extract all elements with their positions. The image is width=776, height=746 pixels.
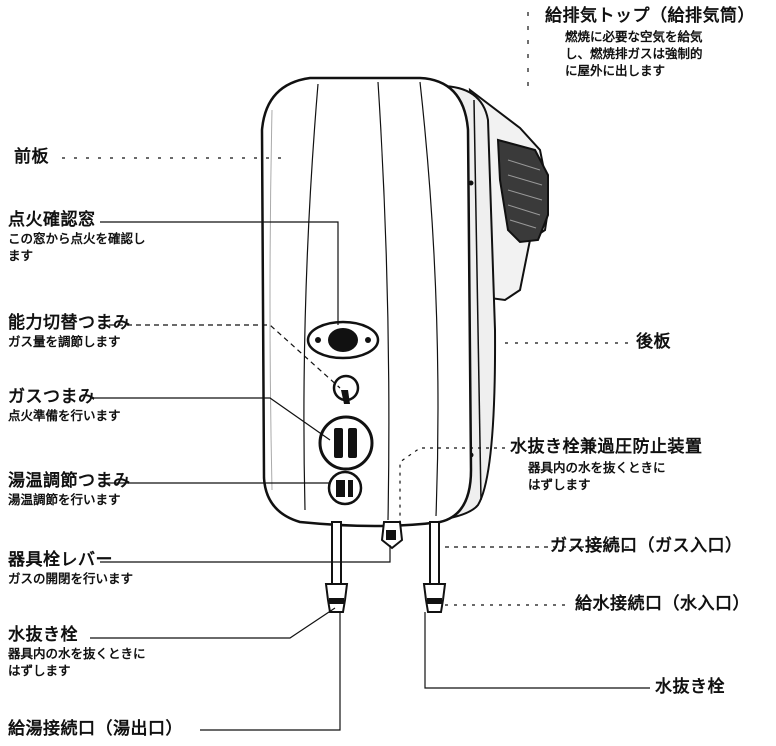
gas-connection-label: ガス接続口（ガス入口）: [550, 536, 743, 556]
water-connection-label: 給水接続口（水入口）: [575, 594, 750, 614]
vent-top-desc-line: し、燃焼排ガスは強制的: [565, 46, 703, 62]
drain-plug-left-desc: 器具内の水を抜くときに はずします: [8, 646, 146, 680]
ignition-window-shape: [306, 320, 380, 360]
capacity-knob-title: 能力切替つまみ: [8, 313, 131, 333]
ignition-window-label: 点火確認窓 この窓から点火を確認し ます: [8, 210, 146, 265]
drain-plug-left-label: 水抜き栓 器具内の水を抜くときに はずします: [8, 625, 146, 680]
leader-lines: [62, 12, 650, 731]
vent-top-desc: 燃焼に必要な空気を給気 し、燃焼排ガスは強制的 に屋外に出します: [565, 29, 755, 80]
vent-top-label: 給排気トップ（給排気筒） 燃焼に必要な空気を給気 し、燃焼排ガスは強制的 に屋外…: [545, 6, 755, 80]
ignition-window-desc-line: この窓から点火を確認し: [8, 231, 146, 247]
drain-relief-label: 水抜き栓兼過圧防止装置 器具内の水を抜くときに はずします: [510, 437, 703, 494]
front-cover: [260, 76, 473, 528]
gas-knob-label: ガスつまみ 点火準備を行います: [8, 387, 121, 425]
drain-plug-left-desc-line: はずします: [8, 663, 71, 679]
gas-knob-title: ガスつまみ: [8, 387, 96, 407]
pipes: [324, 521, 447, 613]
hot-outlet-label: 給湯接続口（湯出口）: [8, 719, 183, 739]
vent-top-desc-line: に屋外に出します: [565, 63, 666, 78]
ignition-window-desc-line: ます: [8, 248, 34, 264]
valve-lever-desc: ガスの開閉を行います: [8, 571, 134, 587]
capacity-knob-desc: ガス量を調節します: [8, 334, 121, 350]
drain-plug-right-label: 水抜き栓: [655, 677, 725, 697]
drain-relief-desc: 器具内の水を抜くときに はずします: [528, 460, 703, 494]
temp-knob-label: 湯温調節つまみ 湯温調節を行います: [8, 471, 131, 509]
capacity-knob-label: 能力切替つまみ ガス量を調節します: [8, 313, 131, 351]
ignition-window-desc: この窓から点火を確認し ます: [8, 231, 146, 265]
temp-knob-title: 湯温調節つまみ: [8, 471, 131, 491]
capacity-knob-shape: [332, 374, 360, 404]
drain-plug-left-title: 水抜き栓: [8, 625, 78, 645]
drain-relief-desc-line: はずします: [528, 477, 591, 493]
rear-panel-label: 後板: [636, 332, 671, 352]
valve-lever-title: 器具栓レバー: [8, 550, 113, 570]
ignition-window-title: 点火確認窓: [8, 210, 96, 230]
temp-knob-shape: [327, 470, 363, 506]
gas-knob-desc: 点火準備を行います: [8, 408, 121, 424]
drain-relief-title: 水抜き栓兼過圧防止装置: [510, 437, 703, 457]
gas-knob-shape: [318, 415, 374, 471]
drain-plug-left-desc-line: 器具内の水を抜くときに: [8, 646, 146, 662]
front-panel-label: 前板: [14, 147, 49, 167]
vent-top-title: 給排気トップ（給排気筒）: [545, 6, 755, 26]
vent-top-desc-line: 燃焼に必要な空気を給気: [565, 29, 703, 45]
temp-knob-desc: 湯温調節を行います: [8, 492, 121, 508]
drain-relief-desc-line: 器具内の水を抜くときに: [528, 460, 666, 476]
valve-lever-label: 器具栓レバー ガスの開閉を行います: [8, 550, 133, 588]
